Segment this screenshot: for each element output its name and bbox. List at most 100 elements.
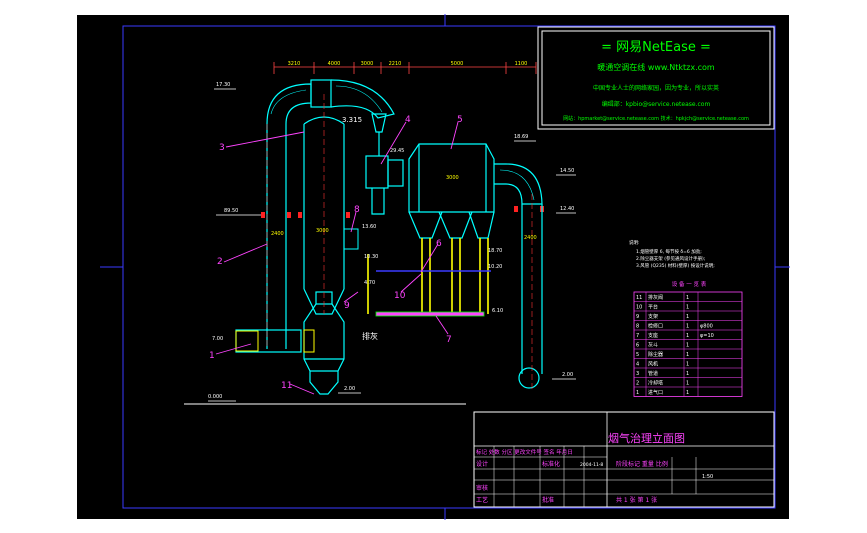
cad-viewport[interactable]: = 网易NetEase = 暖通空调在线 www.Ntktzx.com 中国专业… (76, 14, 790, 520)
tb-std: 标准化 (542, 460, 560, 468)
stack-dim: 2400 (524, 235, 537, 241)
small-cyclone (371, 113, 387, 156)
part-name: 除尘器 (648, 351, 663, 358)
elev: 18.69 (514, 134, 528, 140)
tb-designer: 设计 (476, 460, 488, 468)
part-no: 9 (636, 314, 639, 320)
elev: 14.50 (560, 168, 574, 174)
elevation-ticks (208, 88, 576, 402)
elev: 2.00 (344, 386, 355, 392)
notes-line: 2.除尘器支架 (参见通风设计手册); (636, 255, 705, 262)
elevation-labels: 17.30 3.315 18.69 29.45 89.50 14.50 12.4… (208, 82, 574, 400)
watermark-line3: 中国专业人士的网络家园，因为专业，所以实英 (593, 84, 719, 92)
elev: 10.20 (488, 264, 502, 270)
tb-stage: 阶段标记 重量 比例 (616, 460, 668, 468)
tb-craft: 工艺 (476, 496, 488, 504)
callout-2: 2 (217, 257, 223, 267)
elev: 2.00 (562, 372, 573, 378)
part-qty: 1 (686, 343, 689, 349)
callout-numbers: 1 2 3 4 5 6 7 8 9 10 11 (209, 115, 463, 391)
elev: 4.70 (364, 280, 375, 286)
callout-4: 4 (405, 115, 411, 125)
main-tower-dim: 3000 (316, 228, 329, 234)
support-legs (367, 238, 489, 314)
part-no: 6 (636, 343, 639, 349)
parts-table-frame (633, 291, 743, 397)
part-qty: 1 (686, 295, 689, 301)
tb-date: 2004-11-8 (580, 462, 603, 468)
drawing-title: 烟气治理立面图 (608, 431, 685, 445)
top-dimensions (273, 62, 537, 74)
lower-tower (303, 303, 345, 395)
part-no: 8 (636, 324, 639, 330)
bag-filter (408, 143, 495, 239)
callout-9: 9 (344, 301, 350, 311)
part-spec: φ800 (700, 324, 713, 330)
part-name: 进气口 (648, 389, 663, 396)
part-name: 支架 (648, 313, 658, 320)
part-no: 1 (636, 390, 639, 396)
part-qty: 1 (686, 305, 689, 311)
elev: 6.10 (492, 308, 503, 314)
callout-11: 11 (281, 381, 292, 391)
part-qty: 1 (686, 371, 689, 377)
elev: 10.30 (364, 254, 378, 260)
part-no: 2 (636, 381, 639, 387)
callout-8: 8 (354, 205, 360, 215)
title-block: 烟气治理立面图 标记 处数 分区 更改文件号 签名 年月日 设计 标准化 200… (473, 411, 775, 508)
part-qty: 1 (686, 324, 689, 330)
dim-label: 3000 (361, 61, 374, 67)
callout-leaders (215, 121, 459, 395)
tb-row1: 标记 处数 分区 更改文件号 签名 年月日 (476, 448, 573, 456)
part-name: 支座 (648, 332, 658, 339)
filter-dim: 3000 (446, 175, 459, 181)
part-qty: 1 (686, 314, 689, 320)
tb-review: 审核 (476, 484, 488, 492)
notes-head: 说明: (629, 239, 640, 246)
part-qty: 1 (686, 390, 689, 396)
callout-7: 7 (446, 335, 452, 345)
dim-label: 4000 (328, 61, 341, 67)
top-duct (310, 79, 395, 119)
elev: 29.45 (390, 148, 404, 154)
elev: 12.40 (560, 206, 574, 212)
tb-scale: 1:50 (702, 474, 713, 480)
part-qty: 1 (686, 381, 689, 387)
top-dim-labels: 3210 4000 3000 2210 5000 1100 (288, 61, 528, 67)
callout-3: 3 (219, 143, 225, 153)
part-no: 5 (636, 352, 639, 358)
dim-label: 2210 (389, 61, 402, 67)
part-spec: φ=10 (700, 333, 714, 339)
right-stack (494, 163, 543, 389)
callout-1: 1 (209, 351, 215, 361)
watermark-line1: = 网易NetEase = (601, 40, 711, 55)
callout-5: 5 (457, 115, 463, 125)
notes-line: 3.风管 (Q235) 材料(壁厚) 按设计说明; (636, 262, 715, 269)
dim-label: 1100 (515, 61, 528, 67)
cad-drawing: = 网易NetEase = 暖通空调在线 www.Ntktzx.com 中国专业… (76, 14, 790, 520)
watermark-line2: 暖通空调在线 www.Ntktzx.com (597, 62, 715, 72)
parts-table-title: 设 备 一 览 表 (672, 280, 707, 288)
callout-10: 10 (394, 291, 406, 301)
watermark-line5: 网站：hpmarket@service.netease.com 技术：hpkjc… (563, 115, 749, 122)
part-name: 冷却塔 (648, 380, 663, 387)
notes-line: 1.烟管壁厚 6, 每节按 δ=6 加劲; (636, 248, 702, 255)
main-tower (303, 116, 345, 315)
elev: 18.70 (488, 248, 502, 254)
part-no: 7 (636, 333, 639, 339)
part-name: 排灰阀 (648, 294, 663, 301)
elev: 13.60 (362, 224, 376, 230)
ash-label: 排灰 (362, 331, 378, 341)
watermark-box: = 网易NetEase = 暖通空调在线 www.Ntktzx.com 中国专业… (537, 26, 775, 130)
tb-sheet: 共 1 张 第 1 张 (616, 496, 657, 504)
part-qty: 1 (686, 333, 689, 339)
elev: 0.000 (208, 394, 222, 400)
elev: 17.30 (216, 82, 230, 88)
tb-approve: 批准 (542, 496, 554, 504)
elev: 89.50 (224, 208, 238, 214)
part-qty: 1 (686, 352, 689, 358)
part-name: 灰斗 (648, 342, 658, 349)
notes: 说明: 1.烟管壁厚 6, 每节按 δ=6 加劲; 2.除尘器支架 (参见通风设… (629, 239, 715, 269)
elev: 3.315 (342, 116, 362, 124)
